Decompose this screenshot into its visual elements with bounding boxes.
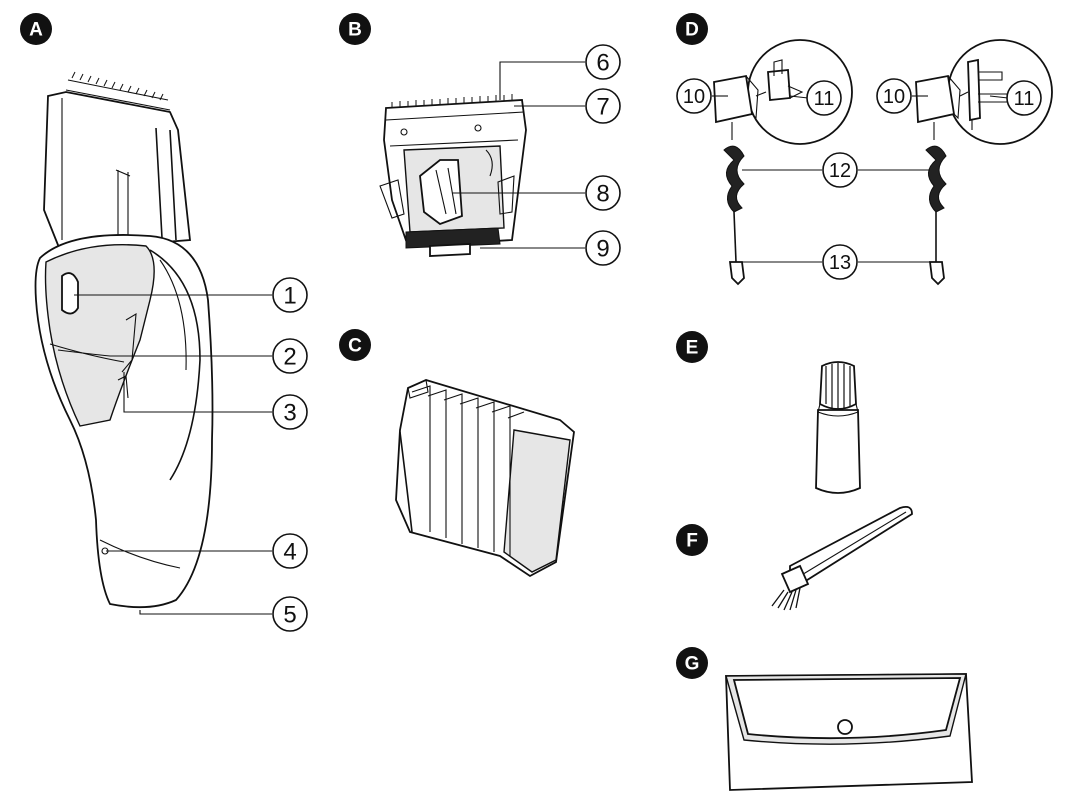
leader-lines-d bbox=[712, 95, 1009, 263]
svg-text:6: 6 bbox=[596, 50, 609, 77]
svg-text:3: 3 bbox=[283, 400, 296, 427]
callout-7: 7 bbox=[585, 88, 621, 124]
section-badge-c: C bbox=[339, 329, 371, 361]
section-badge-f: F bbox=[676, 524, 708, 556]
svg-text:1: 1 bbox=[283, 283, 296, 310]
callout-1: 1 bbox=[272, 277, 308, 313]
svg-text:8: 8 bbox=[596, 181, 609, 208]
svg-text:10: 10 bbox=[883, 86, 905, 108]
cleaning-brush-illustration bbox=[771, 505, 913, 611]
svg-text:9: 9 bbox=[596, 236, 609, 263]
callout-8: 8 bbox=[585, 175, 621, 211]
svg-text:A: A bbox=[29, 20, 43, 41]
callout-10-right: 10 bbox=[876, 78, 912, 114]
hair-clipper-illustration bbox=[34, 71, 214, 609]
ac-adapter-right-illustration bbox=[915, 39, 1053, 286]
oil-bottle-illustration bbox=[815, 361, 861, 494]
svg-text:7: 7 bbox=[596, 94, 609, 121]
callout-13: 13 bbox=[822, 244, 858, 280]
storage-pouch-illustration bbox=[725, 673, 973, 791]
snap-button bbox=[837, 719, 853, 735]
svg-text:2: 2 bbox=[283, 344, 296, 371]
svg-text:E: E bbox=[686, 338, 699, 359]
svg-text:12: 12 bbox=[829, 160, 851, 182]
svg-text:13: 13 bbox=[829, 252, 851, 274]
svg-text:11: 11 bbox=[1014, 88, 1035, 110]
svg-text:4: 4 bbox=[283, 539, 296, 566]
callout-12: 12 bbox=[822, 152, 858, 188]
svg-text:D: D bbox=[685, 20, 699, 41]
callout-3: 3 bbox=[272, 394, 308, 430]
callout-11-right: 11 bbox=[1006, 80, 1042, 116]
section-badge-d: D bbox=[676, 13, 708, 45]
callout-4: 4 bbox=[272, 533, 308, 569]
blade-unit-illustration bbox=[379, 94, 527, 257]
callout-6: 6 bbox=[585, 44, 621, 80]
callout-2: 2 bbox=[272, 338, 308, 374]
callout-5: 5 bbox=[272, 596, 308, 632]
power-switch bbox=[61, 272, 79, 315]
callout-9: 9 bbox=[585, 230, 621, 266]
callout-10-left: 10 bbox=[676, 78, 712, 114]
svg-text:C: C bbox=[348, 336, 362, 357]
svg-text:F: F bbox=[686, 531, 698, 552]
section-badge-b: B bbox=[339, 13, 371, 45]
svg-text:G: G bbox=[685, 654, 700, 675]
svg-text:B: B bbox=[348, 20, 362, 41]
ac-adapter-left-illustration bbox=[713, 39, 853, 286]
svg-text:10: 10 bbox=[683, 86, 705, 108]
section-badge-e: E bbox=[676, 331, 708, 363]
comb-attachment-illustration bbox=[395, 379, 575, 578]
svg-text:11: 11 bbox=[814, 88, 835, 110]
svg-text:5: 5 bbox=[283, 602, 296, 629]
callout-11-left: 11 bbox=[806, 80, 842, 116]
section-badge-a: A bbox=[20, 13, 52, 45]
leader-lines-b bbox=[452, 61, 585, 249]
leader-lines-a bbox=[57, 294, 272, 615]
section-badge-g: G bbox=[676, 647, 708, 679]
